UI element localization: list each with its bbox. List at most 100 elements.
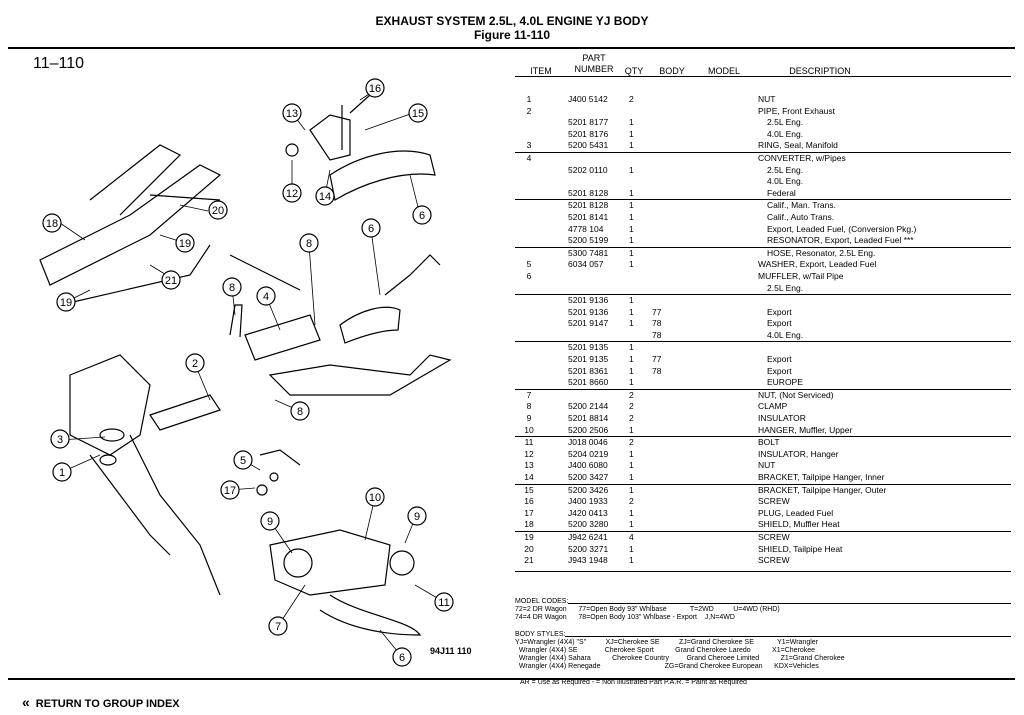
qty-cell: 4 — [629, 531, 634, 542]
body-cell: 78 — [652, 329, 662, 340]
item-cell: 13 — [524, 460, 534, 471]
item-cell: 14 — [524, 472, 534, 482]
figure-line: Figure 11-110 — [473, 28, 551, 42]
col-part-number: PART NUMBER — [568, 53, 620, 75]
part-number-cell: 5201 8177 — [568, 117, 609, 128]
description-cell: HOSE, Resonator, 2.5L Eng. — [767, 247, 876, 258]
col-body: BODY — [659, 66, 685, 76]
part-number-cell: 5201 8361 — [568, 365, 609, 376]
part-number-cell: J018 0046 — [568, 437, 608, 448]
item-cell: 19 — [524, 531, 534, 542]
description-cell: Calif., Auto Trans. — [767, 211, 835, 222]
description-cell: 2.5L Eng. — [767, 117, 804, 128]
callout-circle — [175, 233, 195, 253]
description-cell: RESONATOR, Export, Leaded Fuel *** — [767, 235, 914, 246]
callout-label: 3 — [57, 434, 63, 446]
callout-circle — [268, 616, 288, 636]
callout-label: 15 — [412, 108, 424, 120]
description-cell: PLUG, Leaded Fuel — [758, 507, 834, 518]
return-label: RETURN TO GROUP INDEX — [35, 698, 180, 710]
part-number-cell: 5201 8176 — [568, 128, 609, 139]
qty-cell: 2 — [629, 413, 634, 424]
item-cell: 1 — [526, 94, 532, 104]
callout-circle — [392, 647, 412, 667]
callout-label: 6 — [419, 210, 425, 222]
qty-cell: 1 — [629, 164, 634, 175]
callout-circle — [282, 103, 302, 123]
bottom-rule — [8, 678, 1015, 680]
part-number-cell: J943 1948 — [568, 555, 608, 566]
top-rule — [8, 47, 1015, 49]
callout-label: 21 — [165, 275, 177, 287]
description-cell: NUT — [758, 460, 776, 471]
col-part-line1: PART — [582, 53, 606, 63]
qty-cell: 1 — [629, 295, 634, 306]
body-cell: 78 — [652, 318, 662, 329]
callout-circle — [50, 429, 70, 449]
callout-circle — [52, 462, 72, 482]
table-end-rule — [515, 571, 1011, 572]
description-cell: BRACKET, Tailpipe Hanger, Inner — [758, 472, 885, 482]
return-to-group-index-link[interactable]: « RETURN TO GROUP INDEX — [22, 694, 180, 710]
model-codes-line: 74=4 DR Wagon 78=Open Body 103" Whlbase … — [515, 614, 735, 621]
description-cell: NUT — [758, 94, 776, 104]
part-number-cell: 5201 8128 — [568, 187, 609, 198]
footer-note: AR = Use as Required - = Non Illustrated… — [520, 679, 747, 686]
body-cell: 77 — [652, 306, 662, 317]
body-styles-line: Wrangler (4X4) Sahara Cherokee Country G… — [515, 655, 845, 662]
qty-cell: 1 — [629, 484, 634, 495]
qty-cell: 1 — [629, 235, 634, 246]
description-cell: WASHER, Export, Leaded Fuel — [758, 259, 877, 270]
part-number-cell: 5200 3280 — [568, 519, 609, 530]
part-number-cell: 4778 104 — [568, 223, 604, 234]
double-chevron-left-icon: « — [22, 694, 30, 710]
callout-circle — [290, 401, 310, 421]
item-cell: 7 — [526, 389, 532, 400]
col-model: MODEL — [707, 66, 740, 76]
col-part-line2: NUMBER — [574, 64, 614, 74]
qty-cell: 1 — [629, 543, 634, 554]
description-cell: Export — [767, 365, 792, 376]
callout-label: 8 — [306, 238, 312, 250]
part-number-cell: 5200 2144 — [568, 401, 609, 412]
col-item: ITEM — [530, 66, 552, 76]
callout-label: 2 — [192, 358, 198, 370]
callout-label: 4 — [263, 291, 269, 303]
part-number-cell: 5201 8814 — [568, 413, 609, 424]
body-styles-line: YJ=Wrangler (4X4) "S" XJ=Cherokee SE ZJ=… — [515, 639, 818, 646]
description-cell: Export — [767, 318, 792, 329]
description-cell: HANGER, Muffler, Upper — [758, 424, 853, 435]
item-cell: 18 — [524, 519, 534, 530]
description-cell: NUT, (Not Serviced) — [758, 389, 834, 400]
qty-cell: 1 — [629, 211, 634, 222]
part-number-cell: 5201 8660 — [568, 377, 609, 388]
qty-cell: 1 — [629, 424, 634, 435]
callout-circle — [412, 205, 432, 225]
part-number-cell: 5200 3271 — [568, 543, 609, 554]
qty-cell: 1 — [629, 318, 634, 329]
description-cell: PIPE, Front Exhaust — [758, 105, 836, 116]
description-cell: BRACKET, Tailpipe Hanger, Outer — [758, 484, 887, 495]
item-cell: 3 — [526, 140, 532, 151]
part-number-cell: 5200 5431 — [568, 140, 609, 151]
